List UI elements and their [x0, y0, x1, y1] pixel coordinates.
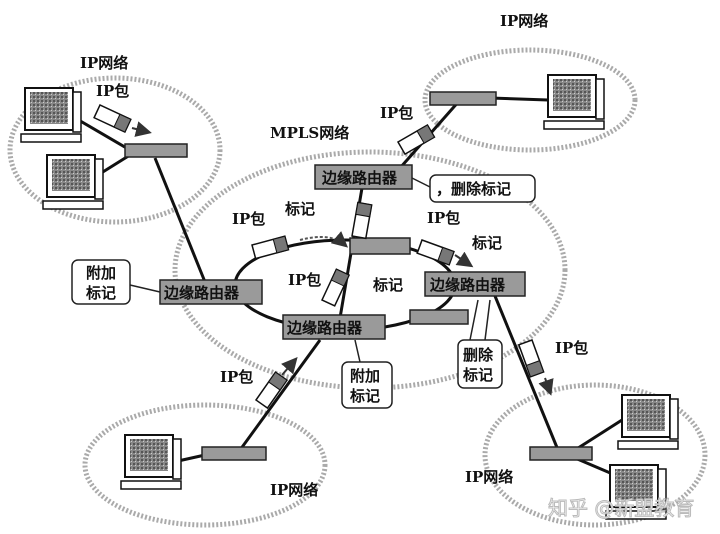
- router-icon: [201, 446, 267, 461]
- edge-router-left: 边缘路由器: [159, 279, 263, 305]
- network-label: IP网络: [500, 12, 548, 30]
- edge-router-right: 边缘路由器: [424, 271, 526, 297]
- watermark: 知乎 @新盟教育: [548, 496, 694, 520]
- svg-text:，删除标记: ，删除标记: [436, 180, 511, 198]
- label-text: 标记: [372, 276, 403, 294]
- packet: [518, 339, 554, 396]
- callout-add-label-left: 附加 标记: [71, 259, 161, 305]
- packet-label: IP包: [288, 271, 321, 289]
- packet-label: IP包: [380, 104, 413, 122]
- edge-router-top: 边缘路由器: [314, 164, 413, 190]
- svg-text:标记: 标记: [85, 284, 116, 302]
- packet-label: IP包: [427, 209, 460, 227]
- svg-text:标记: 标记: [462, 366, 493, 384]
- svg-text:边缘路由器: 边缘路由器: [286, 319, 363, 337]
- callout-add-label-bottom: 附加 标记: [341, 339, 393, 409]
- router-icon: [529, 446, 593, 461]
- network-label: IP网络: [270, 481, 318, 499]
- core-router-icon: [349, 237, 411, 255]
- router-icon: [429, 91, 497, 106]
- labeled-packet: [251, 231, 349, 260]
- svg-text:附加: 附加: [350, 367, 380, 385]
- svg-text:删除: 删除: [463, 346, 494, 364]
- svg-text:边缘路由器: 边缘路由器: [163, 284, 240, 302]
- label-text: 标记: [284, 200, 315, 218]
- network-label: MPLS网络: [270, 124, 349, 142]
- packet-label: IP包: [555, 339, 588, 357]
- packet-label: IP包: [232, 210, 265, 228]
- svg-text:标记: 标记: [349, 387, 380, 405]
- svg-text:边缘路由器: 边缘路由器: [429, 276, 506, 294]
- callout-remove-label-top: ，删除标记: [411, 174, 536, 203]
- computer-icon: [20, 87, 82, 143]
- svg-text:附加: 附加: [86, 264, 116, 282]
- labeled-packet: [416, 239, 474, 268]
- cloud-bottom-left: [82, 402, 328, 528]
- router-icon: [124, 143, 188, 158]
- packet-label: IP包: [96, 82, 129, 100]
- computer-icon: [543, 74, 605, 130]
- label-text: 标记: [471, 234, 502, 252]
- svg-text:边缘路由器: 边缘路由器: [321, 169, 398, 187]
- labeled-packet: [255, 356, 298, 409]
- edge-router-bottom: 边缘路由器: [282, 314, 386, 340]
- network-label: IP网络: [80, 54, 128, 72]
- computer-icon: [120, 434, 182, 490]
- network-label: IP网络: [465, 468, 513, 486]
- computer-icon: [617, 394, 679, 450]
- packet: [93, 104, 152, 137]
- callout-remove-label-right: 删除 标记: [457, 299, 503, 389]
- computer-icon: [42, 154, 104, 210]
- core-router-icon: [409, 309, 469, 325]
- packet-label: IP包: [220, 368, 253, 386]
